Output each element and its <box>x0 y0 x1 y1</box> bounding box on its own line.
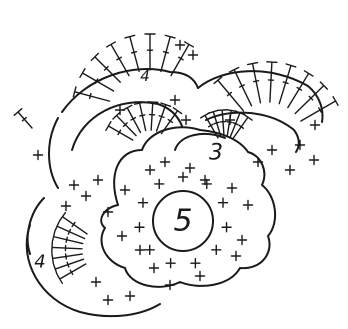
single-crochet-symbol <box>62 202 71 211</box>
single-crochet-symbol <box>121 186 130 195</box>
double-crochet-symbol <box>267 62 277 102</box>
single-crochet-symbol <box>94 176 103 185</box>
single-crochet-symbol <box>268 146 277 155</box>
outer-shell-lower-left <box>27 225 160 316</box>
single-crochet-symbol <box>212 245 221 254</box>
double-crochet-symbol <box>52 232 82 244</box>
single-crochet-symbol <box>138 198 147 207</box>
single-crochet-symbol <box>310 156 319 165</box>
single-crochet-symbol <box>219 198 228 207</box>
single-crochet-symbol <box>238 236 247 245</box>
single-crochet-symbol <box>135 223 144 232</box>
stitch-symbols <box>14 34 338 305</box>
single-crochet-symbol <box>244 201 253 210</box>
double-crochet-symbol <box>54 259 84 274</box>
single-crochet-symbol <box>136 246 145 255</box>
double-crochet-symbol <box>288 71 313 108</box>
single-crochet-symbol <box>92 278 101 287</box>
double-crochet-symbol <box>107 42 129 76</box>
single-crochet-symbol <box>254 158 263 167</box>
single-crochet-symbol <box>145 245 154 254</box>
double-crochet-symbol <box>214 77 244 111</box>
single-crochet-symbol <box>228 184 237 193</box>
round3-label: 3 <box>209 141 223 166</box>
single-crochet-symbol <box>82 192 91 201</box>
single-crochet-symbol <box>104 208 113 217</box>
single-crochet-symbol <box>34 151 43 160</box>
single-crochet-symbol <box>146 166 155 175</box>
center-label: 5 <box>173 204 192 239</box>
single-crochet-symbol <box>166 259 175 268</box>
double-crochet-symbol <box>145 34 155 70</box>
double-crochet-symbol <box>233 114 252 138</box>
single-crochet-symbol <box>150 264 159 273</box>
double-crochet-symbol <box>123 105 141 132</box>
single-crochet-symbol <box>70 181 79 190</box>
single-crochet-symbol <box>176 41 185 50</box>
single-crochet-symbol <box>161 158 170 167</box>
double-crochet-symbol <box>113 112 136 136</box>
single-crochet-symbol <box>202 179 211 188</box>
left-round4-label: 4 <box>34 252 45 273</box>
single-crochet-symbol <box>286 166 295 175</box>
double-crochet-symbol <box>125 35 139 71</box>
single-crochet-symbol <box>189 51 198 60</box>
single-crochet-symbol <box>186 164 195 173</box>
single-crochet-symbol <box>191 259 200 268</box>
single-crochet-symbol <box>179 173 188 182</box>
double-crochet-symbol <box>161 35 175 71</box>
double-crochet-symbol <box>14 109 32 128</box>
single-crochet-symbol <box>155 179 164 188</box>
single-crochet-symbol <box>126 292 135 301</box>
double-crochet-symbol <box>135 102 146 130</box>
double-crochet-symbol <box>148 102 158 130</box>
single-crochet-symbol <box>104 296 113 305</box>
single-crochet-symbol <box>296 141 305 150</box>
single-crochet-symbol <box>232 252 241 261</box>
double-crochet-symbol <box>55 222 84 239</box>
single-crochet-symbol <box>222 223 231 232</box>
single-crochet-symbol <box>196 272 205 281</box>
double-crochet-symbol <box>60 213 87 234</box>
left-lobe-arc <box>28 198 44 254</box>
outer-shell-left <box>49 118 58 188</box>
single-crochet-symbol <box>171 96 180 105</box>
single-crochet-symbol <box>201 176 210 185</box>
double-crochet-symbol <box>248 63 261 103</box>
single-crochet-symbol <box>182 116 191 125</box>
double-crochet-symbol <box>52 242 82 252</box>
top-round4-label: 4 <box>140 67 150 85</box>
single-crochet-symbol <box>311 121 320 130</box>
single-crochet-symbol <box>166 281 175 290</box>
single-crochet-symbol <box>118 232 127 241</box>
double-crochet-symbol <box>106 122 133 140</box>
double-crochet-symbol <box>171 42 193 76</box>
